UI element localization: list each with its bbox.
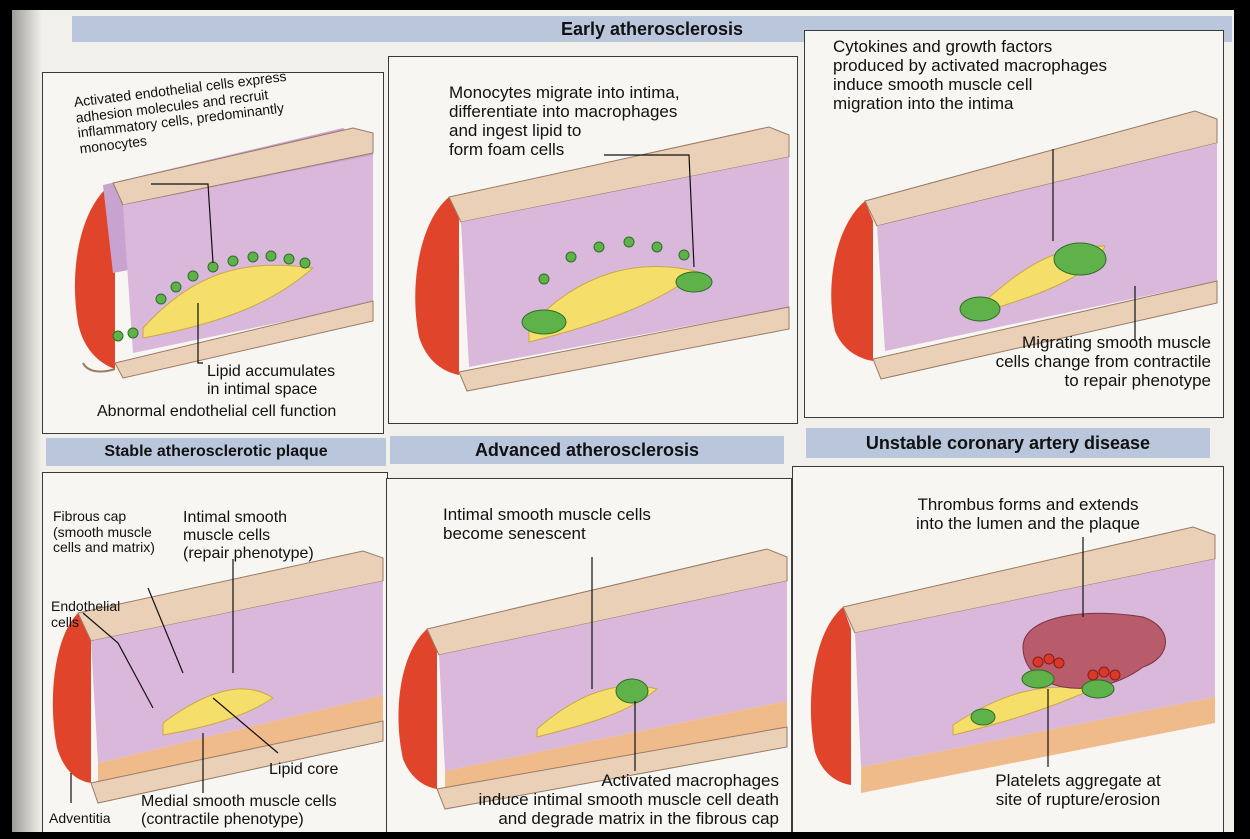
label-endothelial-cells: Endothelial cells <box>51 599 120 630</box>
label-lipid-core: Lipid core <box>269 761 338 779</box>
label-monocytes-migrate: Monocytes migrate into intima, different… <box>449 83 680 159</box>
header-stable-plaque: Stable atherosclerotic plaque <box>46 438 386 466</box>
panel-smc-migration: Cytokines and growth factors produced by… <box>804 30 1224 418</box>
panel-unstable: Thrombus forms and extends into the lume… <box>792 466 1224 832</box>
panel-advanced: Intimal smooth muscle cells become senes… <box>386 478 792 832</box>
header-advanced-atherosclerosis: Advanced atherosclerosis <box>390 436 784 464</box>
label-fibrous-cap: Fibrous cap (smooth muscle cells and mat… <box>53 509 155 556</box>
label-migrating-smc: Migrating smooth muscle cells change fro… <box>996 333 1211 390</box>
label-intimal-smc: Intimal smooth muscle cells (repair phen… <box>183 509 314 563</box>
label-abnormal-endothelial: Abnormal endothelial cell function <box>97 403 336 421</box>
label-thrombus-forms: Thrombus forms and extends into the lume… <box>863 495 1193 533</box>
label-adventitia: Adventitia <box>49 811 110 827</box>
label-cytokines: Cytokines and growth factors produced by… <box>833 37 1107 113</box>
label-lipid-accumulates: Lipid accumulates in intimal space <box>207 363 335 399</box>
label-platelets-aggregate: Platelets aggregate at site of rupture/e… <box>953 771 1203 809</box>
diagram-page: Early atherosclerosis Stable atheroscler… <box>12 10 1234 832</box>
panel-endothelial-activation: Activated endothelial cells express adhe… <box>42 72 384 434</box>
panel-stable-plaque: Fibrous cap (smooth muscle cells and mat… <box>42 472 388 832</box>
header-unstable-cad: Unstable coronary artery disease <box>806 428 1210 458</box>
page-shadow <box>12 10 42 832</box>
label-activated-macrophages: Activated macrophages induce intimal smo… <box>479 771 779 828</box>
label-smc-senescent: Intimal smooth muscle cells become senes… <box>443 505 651 543</box>
label-medial-smc: Medial smooth muscle cells (contractile … <box>141 793 337 829</box>
panel-foam-cells: Monocytes migrate into intima, different… <box>388 56 798 424</box>
